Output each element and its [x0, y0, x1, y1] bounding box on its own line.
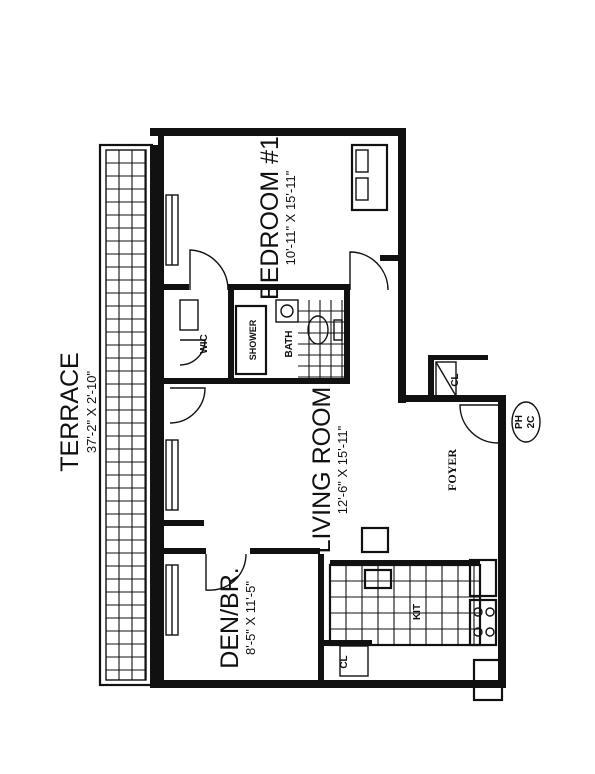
wic-label: WIC	[199, 334, 210, 353]
wic-label-group: WIC	[199, 334, 210, 353]
bath-fixtures	[234, 299, 344, 378]
kitchen-label-group: KIT	[412, 604, 423, 620]
closet-label-group: CL	[450, 373, 461, 386]
bath-label-group: BATH	[284, 330, 295, 357]
terrace-dims: 37'-2" X 2'-10"	[84, 371, 99, 454]
living-room-dims: 12'-6" X 15'-11"	[335, 425, 350, 514]
interior-walls	[164, 255, 488, 680]
terrace-label-group: TERRACE 37'-2" X 2'-10"	[56, 352, 99, 471]
bath-label: BATH	[284, 330, 295, 357]
foyer-label: FOYER	[445, 449, 459, 491]
closet2-label-group: CL	[339, 655, 350, 668]
den-dims: 8'-5" X 11'-5"	[243, 581, 258, 655]
living-room-label-group: LIVING ROOM 12'-6" X 15'-11"	[308, 387, 350, 554]
shower-label: SHOWER	[248, 319, 258, 360]
unit-badge: PH 2C	[511, 401, 541, 443]
unit-badge-bottom: 2C	[526, 416, 537, 429]
windows	[165, 194, 179, 636]
kitchen-fixtures	[328, 526, 498, 647]
bedroom-label-group: BEDROOM #1 10'-11" X 15'-11"	[256, 136, 298, 300]
bedroom-dims: 10'-11" X 15'-11"	[283, 170, 298, 265]
doors	[169, 249, 499, 591]
shower-label-group: SHOWER	[248, 319, 258, 360]
closet-fixtures	[339, 361, 504, 702]
bedroom-fixtures	[179, 143, 389, 331]
closet2-label: CL	[339, 655, 350, 668]
den-label-group: DEN/BR. 8'-5" X 11'-5"	[216, 567, 258, 668]
den-label: DEN/BR.	[216, 567, 244, 668]
kitchen-label: KIT	[412, 604, 423, 620]
living-room-label: LIVING ROOM	[308, 387, 336, 554]
exterior-walls	[150, 128, 506, 688]
closet-label: CL	[450, 373, 461, 386]
terrace-label: TERRACE	[56, 352, 84, 471]
foyer-label-group: FOYER	[445, 449, 459, 491]
unit-badge-top: PH	[514, 415, 525, 429]
terrace-area	[98, 143, 158, 687]
bedroom-label: BEDROOM #1	[256, 136, 284, 300]
